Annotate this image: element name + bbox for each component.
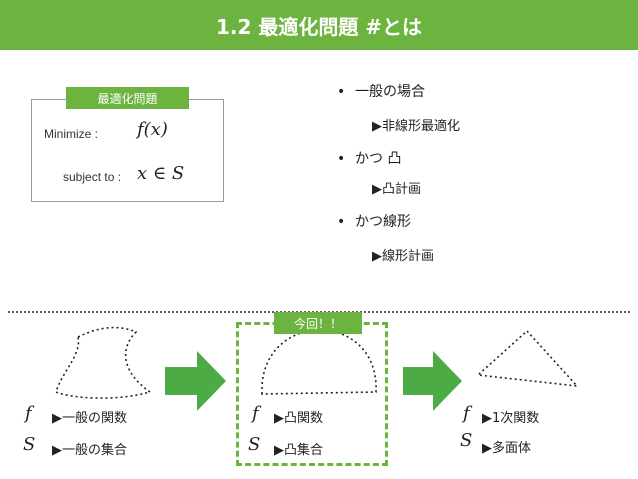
slide-title: 1.2 最適化問題 #とは	[0, 0, 638, 50]
definition-box	[31, 99, 224, 202]
general-set-shape	[55, 326, 152, 399]
bullet-mark: •	[337, 151, 346, 167]
panel3-s-symbol: S	[460, 430, 473, 451]
subject-to-label: subject to :	[63, 170, 122, 184]
minimize-expression: f(x)	[137, 119, 168, 140]
panel2-f-symbol: f	[252, 403, 259, 424]
panel3-f-symbol: f	[463, 403, 470, 424]
panel1-f-symbol: f	[25, 403, 32, 424]
polyhedron-shape	[476, 329, 580, 388]
panel1-s-symbol: S	[23, 434, 36, 455]
bullet-general-sub: ▶非線形最適化	[372, 119, 460, 134]
bullet-mark: •	[337, 84, 346, 100]
panel2-s-text: ▶凸集合	[274, 443, 323, 458]
bullet-convex-sub: ▶凸計画	[372, 182, 421, 197]
panel2-s-symbol: S	[248, 434, 261, 455]
definition-tag: 最適化問題	[66, 87, 189, 109]
bullet-linear-sub: ▶線形計画	[372, 249, 434, 264]
panel3-s-text: ▶多面体	[482, 441, 531, 456]
panel2-f-text: ▶凸関数	[274, 411, 323, 426]
bullet-convex: • かつ 凸	[337, 148, 401, 168]
bullet-text: かつ 凸	[355, 151, 402, 167]
arrow-right-icon	[165, 351, 226, 411]
current-tag: 今回！！	[274, 312, 362, 334]
bullet-text: 一般の場合	[355, 84, 425, 100]
constraint-expression: x ∈ S	[137, 163, 185, 184]
bullet-general: • 一般の場合	[337, 81, 425, 101]
panel3-f-text: ▶1次関数	[482, 411, 540, 426]
panel1-s-text: ▶一般の集合	[52, 443, 127, 458]
arrow-right-icon	[403, 351, 462, 411]
panel1-f-text: ▶一般の関数	[52, 411, 127, 426]
bullet-mark: •	[337, 214, 346, 230]
minimize-label: Minimize :	[44, 127, 99, 141]
bullet-text: かつ線形	[355, 214, 411, 230]
bullet-linear: • かつ線形	[337, 211, 411, 231]
